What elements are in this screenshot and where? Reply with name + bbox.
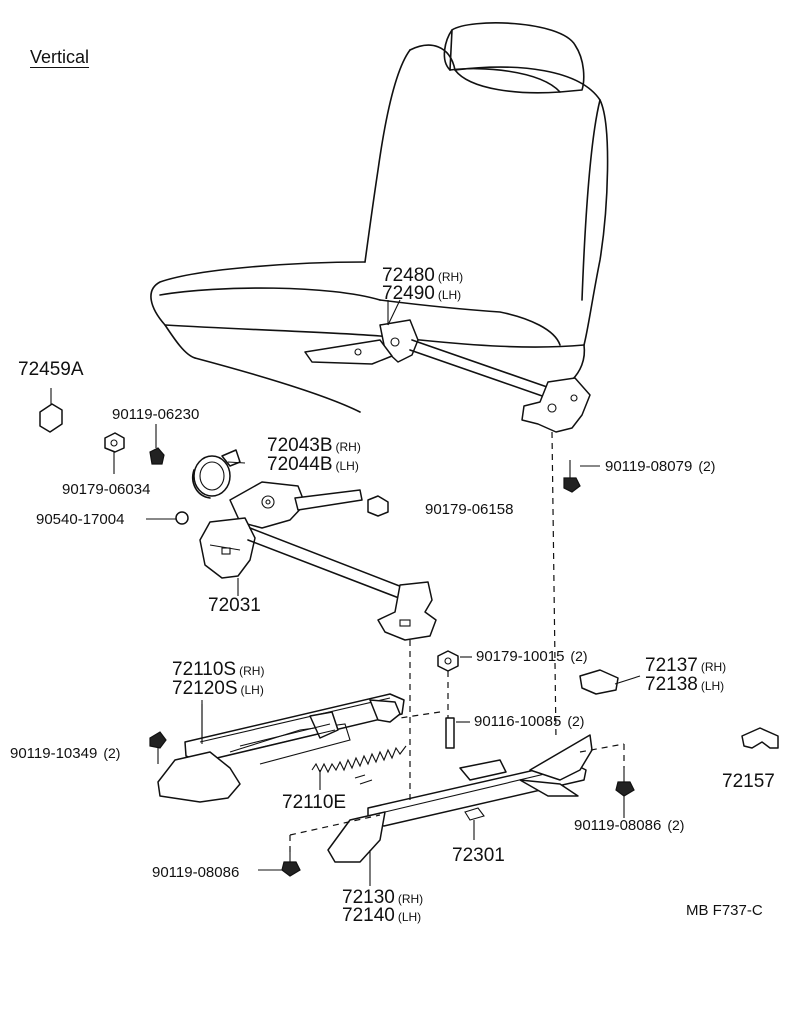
bolt-90119-08086-right <box>615 768 635 812</box>
part-label-72120s[interactable]: 72120S(LH) <box>172 678 264 699</box>
part-label-72138[interactable]: 72138(LH) <box>645 674 725 695</box>
leader-lines <box>201 299 641 818</box>
part-label-90119-10349[interactable]: 90119-10349(2) <box>10 745 121 762</box>
bolt-90119-08079 <box>563 460 600 493</box>
adjuster-link-assembly <box>199 481 437 641</box>
part-label-72031[interactable]: 72031 <box>208 595 261 616</box>
adjuster-knob <box>192 449 241 499</box>
part-label-72130[interactable]: 72130(RH) <box>342 887 424 908</box>
bolt-90119-10349 <box>149 731 167 764</box>
part-label-72157[interactable]: 72157 <box>722 771 775 792</box>
cover-72157 <box>741 727 779 749</box>
drawing-code: MB F737-C <box>686 902 763 919</box>
part-label-90119-06230[interactable]: 90119-06230 <box>112 406 200 423</box>
cap-72459a <box>39 388 63 433</box>
part-label-72110s[interactable]: 72110S(RH) <box>172 659 265 680</box>
part-label-72137[interactable]: 72137(RH) <box>645 655 727 676</box>
cover-72137 <box>579 669 619 695</box>
bolt-90119-08086-left <box>258 852 301 877</box>
part-label-90179-06158[interactable]: 90179-06158 <box>425 501 514 518</box>
part-label-72043b[interactable]: 72043B(RH) <box>267 435 361 456</box>
seat-track-72130 <box>327 734 593 886</box>
part-label-72480[interactable]: 72480(RH) <box>382 265 464 286</box>
part-label-90540-17004[interactable]: 90540-17004 <box>36 511 125 528</box>
alignment-lines <box>289 431 625 852</box>
part-label-72301[interactable]: 72301 <box>452 845 505 866</box>
part-label-90116-10085[interactable]: 90116-10085(2) <box>474 713 585 730</box>
part-label-72110e[interactable]: 72110E <box>282 792 347 813</box>
small-fasteners <box>104 424 189 525</box>
spring-72110e <box>311 745 407 790</box>
diagram-title: Vertical <box>30 47 90 67</box>
part-label-90179-10015[interactable]: 90179-10015(2) <box>476 648 588 665</box>
seat-illustration <box>150 22 609 413</box>
part-label-90119-08079[interactable]: 90119-08079(2) <box>605 458 716 475</box>
clip-72301 <box>354 774 485 840</box>
part-label-72490[interactable]: 72490(LH) <box>382 283 462 304</box>
seat-adjuster-upper-bracket <box>304 300 591 433</box>
stud-bolt-90116-10085 <box>445 717 470 749</box>
part-label-72459a[interactable]: 72459A <box>18 359 84 380</box>
nut-90179-10015 <box>437 650 472 672</box>
part-label-72140[interactable]: 72140(LH) <box>342 905 422 926</box>
part-label-72044b[interactable]: 72044B(LH) <box>267 454 359 475</box>
part-label-90179-06034[interactable]: 90179-06034 <box>62 481 151 498</box>
part-label-90119-08086-qty2[interactable]: 90119-08086(2) <box>574 817 685 834</box>
part-label-90119-08086[interactable]: 90119-08086 <box>152 864 240 881</box>
seat-track-72110s <box>157 693 405 803</box>
